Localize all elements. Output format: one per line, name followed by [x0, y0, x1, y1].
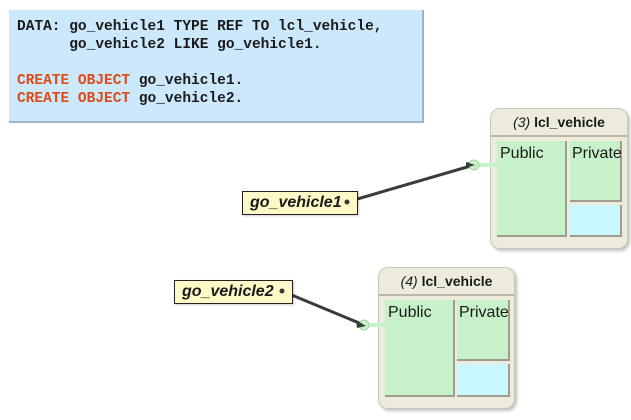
reference-arrow-2	[281, 289, 365, 327]
code-line-data: DATA: go_vehicle1 TYPE REF TO lcl_vehicl…	[17, 19, 383, 35]
code-line-create2: CREATE OBJECT go_vehicle2.	[17, 91, 244, 107]
public-section: Public	[385, 300, 455, 397]
private-section: Private	[570, 141, 622, 202]
object-title: (3) lcl_vehicle	[491, 109, 627, 137]
keyword-create-object: CREATE OBJECT	[17, 73, 131, 89]
reference-variable-go-vehicle2: go_vehicle2	[174, 280, 293, 304]
code-block: DATA: go_vehicle1 TYPE REF TO lcl_vehicl…	[9, 10, 424, 123]
public-section: Public	[497, 141, 567, 237]
keyword-create-object: CREATE OBJECT	[17, 91, 131, 107]
private-attributes	[570, 205, 622, 237]
private-section: Private	[457, 300, 510, 361]
private-attributes	[457, 364, 510, 397]
reference-arrow-1	[346, 163, 475, 204]
reference-variable-go-vehicle1: go_vehicle1	[242, 191, 358, 215]
object-instance-4: (4) lcl_vehicle Public Private	[378, 267, 515, 409]
code-line-create1: CREATE OBJECT go_vehicle1.	[17, 73, 244, 89]
object-instance-3: (3) lcl_vehicle Public Private	[490, 108, 628, 249]
keyword-data: DATA:	[17, 19, 61, 35]
code-line-like: go_vehicle2 LIKE go_vehicle1.	[17, 37, 322, 53]
object-title: (4) lcl_vehicle	[379, 268, 514, 296]
